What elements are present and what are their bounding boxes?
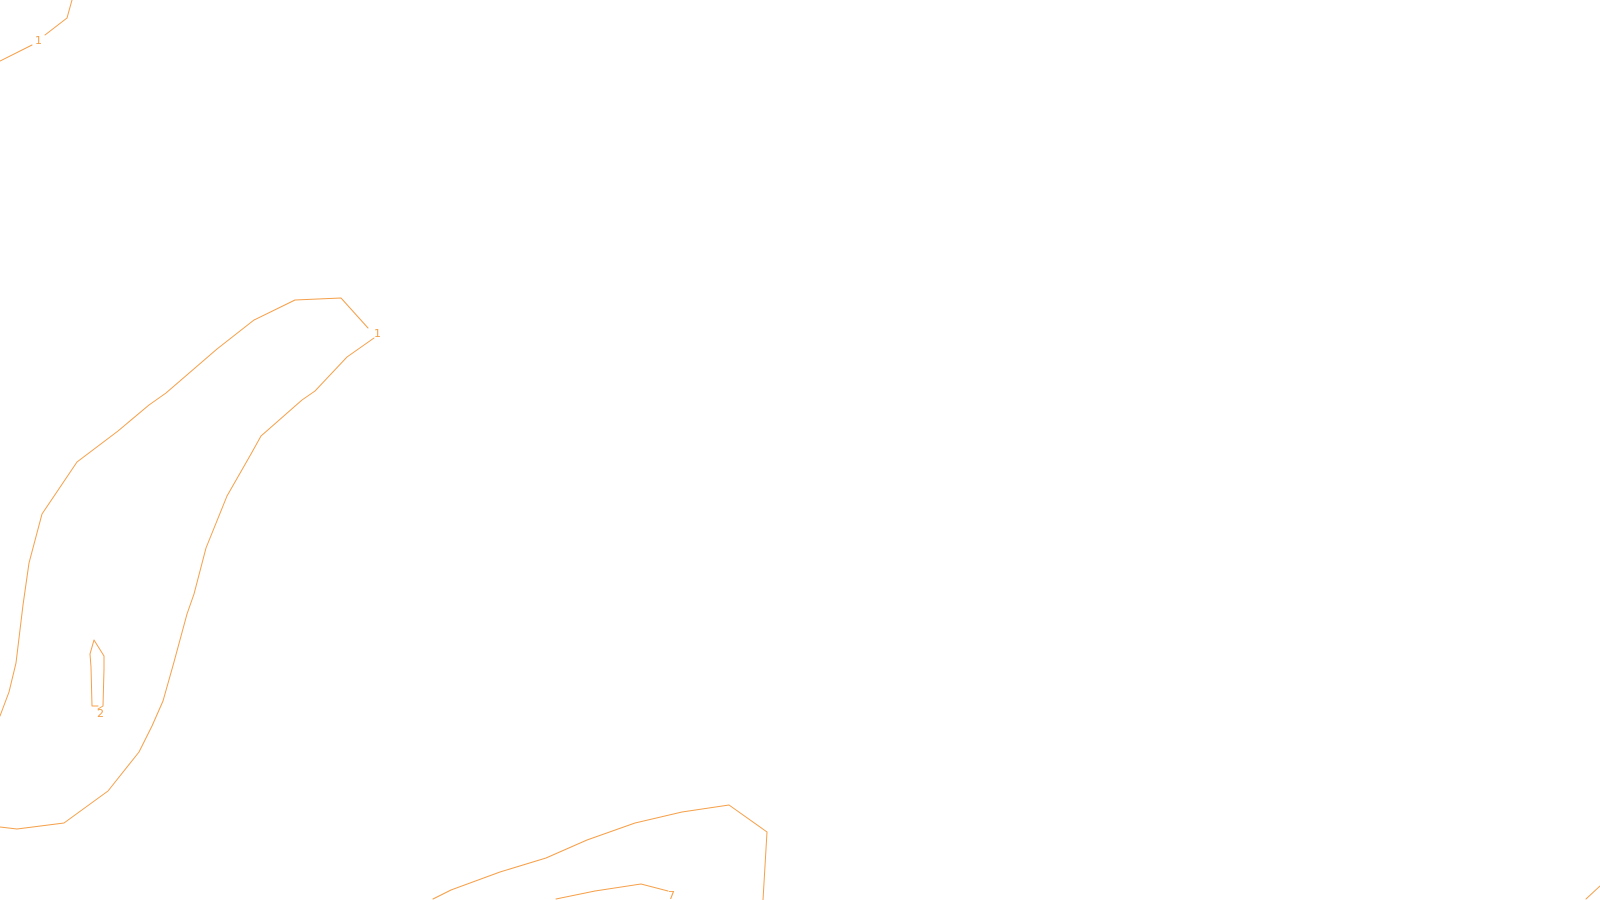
contour-label-main: 1 <box>374 327 381 340</box>
contour-line-bottom-right <box>1585 885 1600 900</box>
contour-line-bottom-inner <box>555 883 669 900</box>
contour-line-bottom-outer <box>432 804 768 900</box>
contour-line-top-left <box>0 44 33 62</box>
contour-line-top-left-upper <box>44 0 73 36</box>
contour-line-main-outer <box>0 297 369 717</box>
contour-label-bottom: 7 <box>668 889 675 900</box>
contour-line-main-inner <box>0 337 375 830</box>
contour-label-top-left: 1 <box>35 34 42 47</box>
contour-label-small: 2 <box>97 707 104 720</box>
contour-line-small-closed <box>89 639 105 710</box>
